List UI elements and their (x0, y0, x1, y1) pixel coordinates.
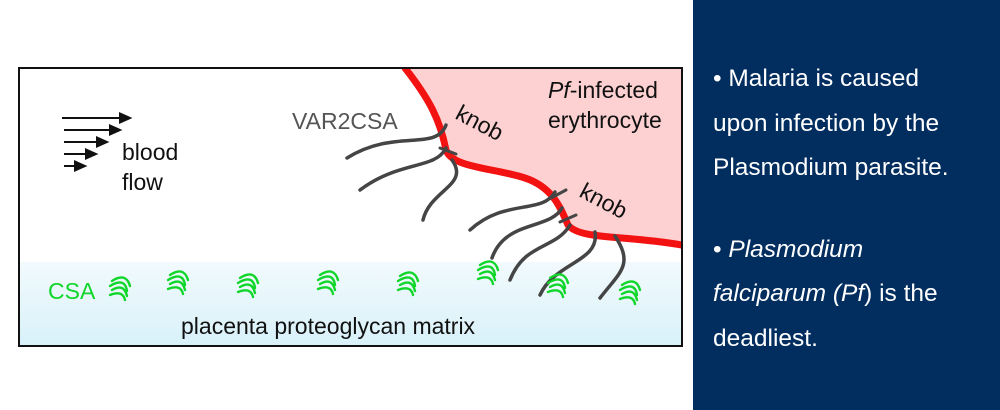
knob-markers (438, 146, 578, 224)
infected-erythrocyte-label-line2: erythrocyte (548, 107, 662, 133)
bullet2-line2-a: falciparum ( (713, 280, 841, 307)
bullet2-marker: • (713, 235, 729, 263)
blood-flow-label-line2: flow (122, 169, 163, 195)
var2csa-strands (345, 123, 626, 300)
var2csa-label: VAR2CSA (292, 108, 398, 134)
bullet1-line1: • Malaria is caused (713, 65, 920, 92)
bullet-malaria-cause: • Malaria is caused upon infection by th… (713, 57, 982, 191)
bullet2-line2-c: ) is the (864, 280, 938, 307)
erythrocyte-membrane (401, 68, 682, 249)
bullet2-line3: deadliest. (713, 324, 818, 352)
csa-label: CSA (48, 278, 96, 304)
matrix-label: placenta proteoglycan matrix (181, 313, 476, 339)
bullet1-line3: Plasmodium parasite. (713, 154, 949, 181)
proteoglycan-matrix-region (19, 262, 682, 346)
blood-flow-arrows-icon (62, 111, 133, 173)
bullet-falciparum: • Plasmodium falciparum (Pf) is the dead… (713, 228, 982, 362)
diagram-frame (18, 67, 683, 347)
malaria-adhesion-diagram: blood flow VAR2CSA Pf-infected erythrocy… (18, 67, 683, 347)
bullet2-line2-b: Pf (840, 280, 865, 307)
bullet1-line2: upon infection by the (713, 109, 940, 137)
infected-erythrocyte-label-line1: Pf-infected (548, 77, 658, 103)
bullet2-line1: Plasmodium (728, 235, 864, 263)
info-panel: • Malaria is caused upon infection by th… (693, 0, 1000, 410)
erythrocyte-cell (405, 68, 682, 245)
blood-flow-label-line1: blood (122, 139, 178, 165)
